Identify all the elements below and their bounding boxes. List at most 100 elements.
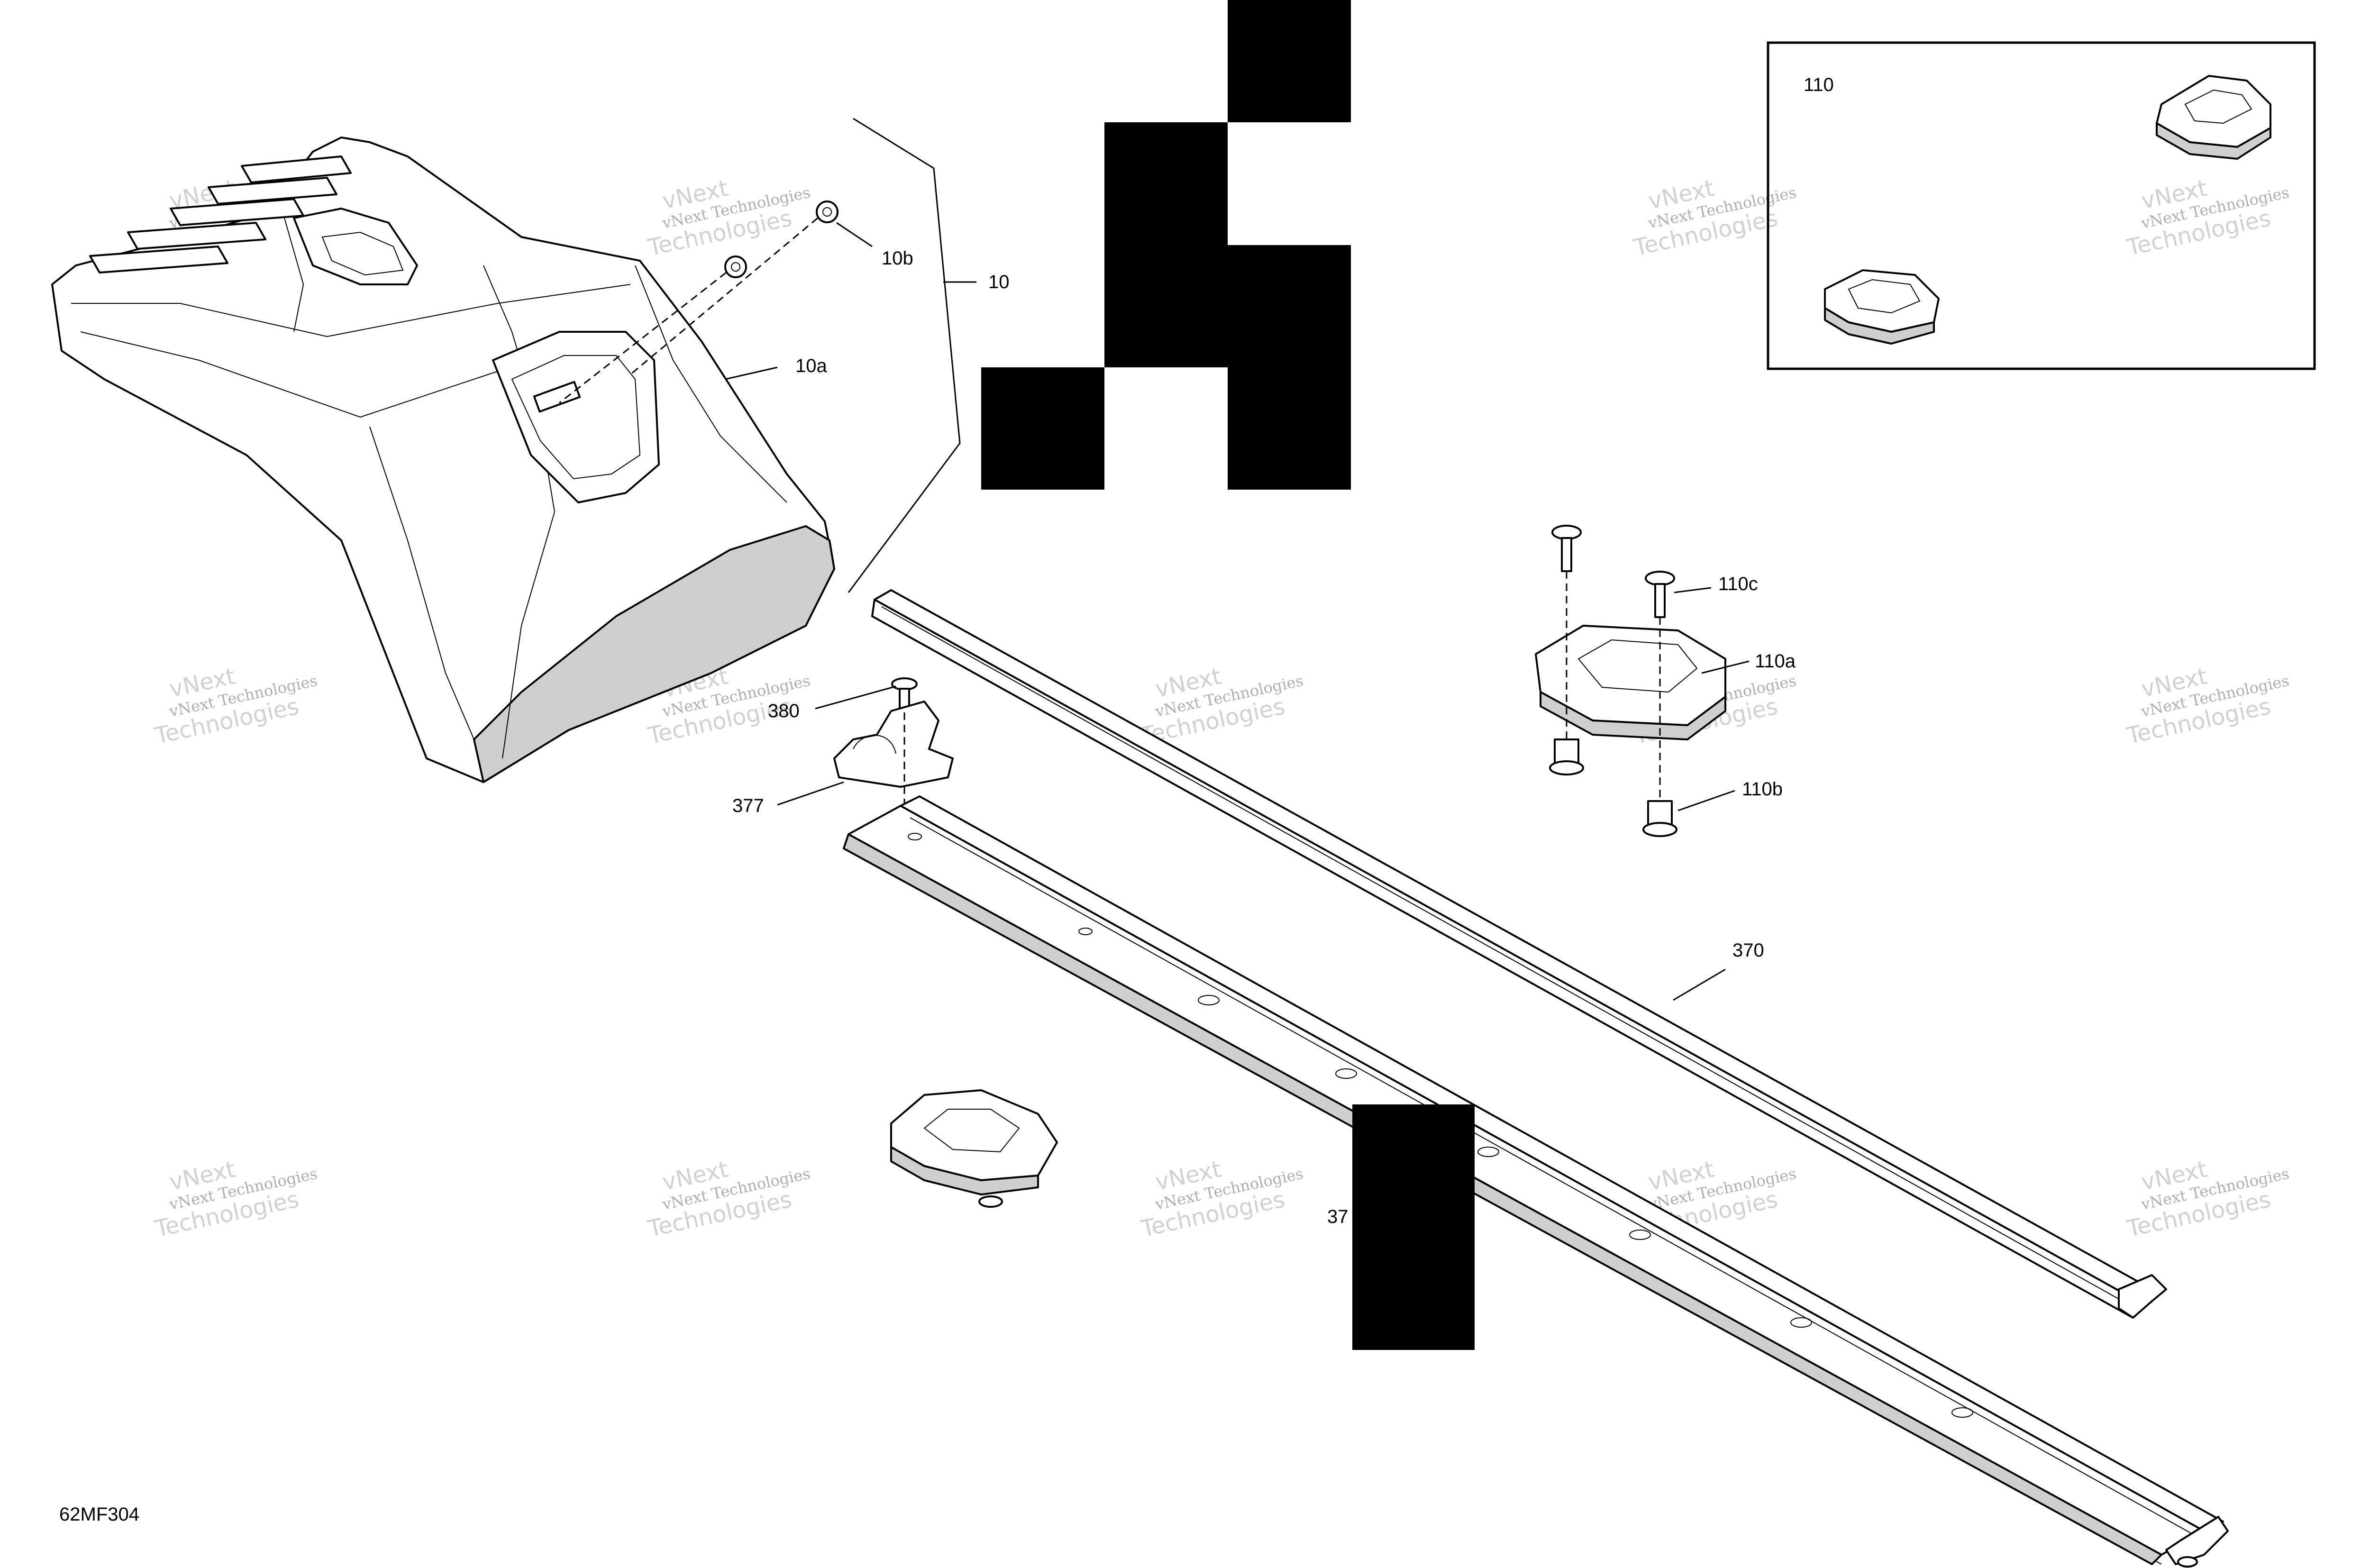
screw-shank (1654, 583, 1666, 618)
nut-flange (1642, 822, 1677, 837)
front-panel-surface-line-6 (369, 426, 474, 740)
inset-foot-step-upper (2156, 75, 2271, 160)
watermark-1: vNext vNext Technologies Technologies (152, 663, 319, 750)
callout-10b: 10b (882, 248, 913, 269)
leader-10b (836, 222, 873, 247)
rail-lower (843, 795, 2229, 1568)
callout-110: 110 (1804, 74, 1834, 95)
fastener-10b-upper (816, 201, 839, 223)
foot-step-assembly-110 (1535, 525, 1726, 837)
screw-110c-left (1551, 525, 1582, 572)
nut-110b-left (1549, 738, 1584, 775)
rail-hole (1951, 1407, 1973, 1418)
front-panel-vent-inner (321, 231, 404, 276)
fastener-10b-upper-hole (822, 207, 832, 217)
inset-step-lower-opening (1848, 279, 1921, 314)
nut-110b-right (1642, 800, 1677, 837)
callout-380: 380 (768, 701, 800, 721)
rail-lower-underside (843, 833, 2162, 1565)
fastener-10b-lower (724, 255, 747, 278)
watermark-10: vNext vNext Technologies Technologies (2124, 1156, 2290, 1243)
rail-hole (1335, 1068, 1357, 1079)
rail-lower-top-face (900, 795, 2224, 1532)
redaction-block-4 (981, 367, 1104, 490)
inset-step-lower-side (1824, 307, 1935, 345)
grille-fin-4 (208, 177, 337, 205)
callout-110c: 110c (1718, 574, 1758, 594)
grille-fin-1 (89, 246, 228, 273)
inset-frame (1767, 41, 2316, 370)
rail-hole (1790, 1317, 1812, 1328)
rail-lower-front-face (848, 805, 2205, 1556)
grille-fin-2 (127, 222, 266, 250)
fastener-10b-axis-lower (559, 272, 727, 404)
leader-110c (1674, 587, 1712, 593)
callout-10: 10 (988, 272, 1010, 292)
loose-step-nut (978, 1195, 1003, 1208)
front-panel-surface-line-1 (71, 284, 631, 337)
leader-10a (725, 366, 778, 380)
rail-370-edge-line (881, 606, 2136, 1309)
foot-step-loose (890, 1089, 1058, 1208)
rail-hole (908, 833, 922, 840)
rail-hole (1477, 1147, 1499, 1157)
watermark-11: vNext vNext Technologies Technologies (645, 175, 811, 262)
rail-lower-end-screw (2177, 1556, 2198, 1568)
foot-step-110a-side (1540, 691, 1726, 740)
callout-377: 377 (732, 795, 764, 816)
front-panel-surface-line-5 (635, 265, 787, 503)
callout-labels: 10 10a 10b 110 110a 110b 110c 370 37 377… (732, 74, 1834, 1227)
front-panel-vent-housing (293, 208, 418, 285)
rail-hole (1198, 995, 1220, 1005)
grille-fin-3 (170, 198, 304, 226)
foot-step-110a-opening (1577, 639, 1698, 693)
watermark-7: vNext vNext Technologies Technologies (645, 1156, 811, 1243)
front-panel-emblem-inner (511, 355, 641, 480)
redaction-blocks-top (981, 0, 1351, 490)
inset-step-upper-opening (2184, 89, 2252, 124)
watermark-3: vNext vNext Technologies Technologies (1138, 663, 1304, 750)
inset-foot-step-lower (1824, 269, 1940, 345)
redaction-block-5 (1352, 1104, 1475, 1350)
loose-step-side (890, 1146, 1039, 1195)
screw-110c-right (1645, 571, 1675, 618)
callout-110a: 110a (1755, 651, 1796, 672)
rail-hole (1629, 1230, 1651, 1240)
redaction-block-3 (1228, 245, 1351, 490)
nut-flange (1549, 760, 1584, 775)
watermark-8: vNext vNext Technologies Technologies (1138, 1156, 1304, 1243)
fastener-10b-lower-hole (731, 262, 740, 272)
clip-377-loop (853, 735, 896, 754)
diagram-code: 62MF304 (59, 1504, 139, 1525)
leader-380 (815, 685, 896, 710)
grille-fin-5 (241, 155, 352, 183)
callout-10a: 10a (795, 356, 827, 376)
leader-lines (725, 118, 1750, 1001)
callout-110b: 110b (1742, 779, 1783, 800)
front-panel-surface-line-3 (284, 218, 304, 332)
front-panel-emblem-recess (492, 331, 660, 503)
leader-377 (777, 781, 844, 806)
rail-lower-holes (908, 833, 1973, 1418)
rail-lower-groove-2 (910, 817, 2205, 1541)
watermark-13: vNext vNext Technologies Technologies (2124, 175, 2290, 262)
front-panel-shaded-band (473, 525, 835, 783)
clip-assembly-377 (833, 677, 954, 815)
rail-370 (871, 589, 2167, 1319)
fasteners-10b (559, 201, 839, 404)
leader-10-bracket (848, 118, 961, 593)
screw-head (1551, 525, 1582, 540)
redaction-block-2 (1104, 122, 1228, 367)
screw-shank (1561, 537, 1572, 572)
callout-37x: 37 (1327, 1206, 1349, 1227)
fastener-10b-axis-upper (630, 217, 818, 375)
redaction-block-1 (1228, 0, 1351, 122)
screw-head (1645, 571, 1675, 586)
rail-370-end-cap (2118, 1274, 2167, 1319)
watermark-5: vNext vNext Technologies Technologies (2124, 663, 2290, 750)
leader-110a (1701, 660, 1750, 674)
front-panel-grille-fins (89, 155, 352, 273)
leader-110b (1677, 790, 1735, 811)
loose-step-opening (923, 1109, 1020, 1153)
callout-370: 370 (1732, 940, 1764, 961)
